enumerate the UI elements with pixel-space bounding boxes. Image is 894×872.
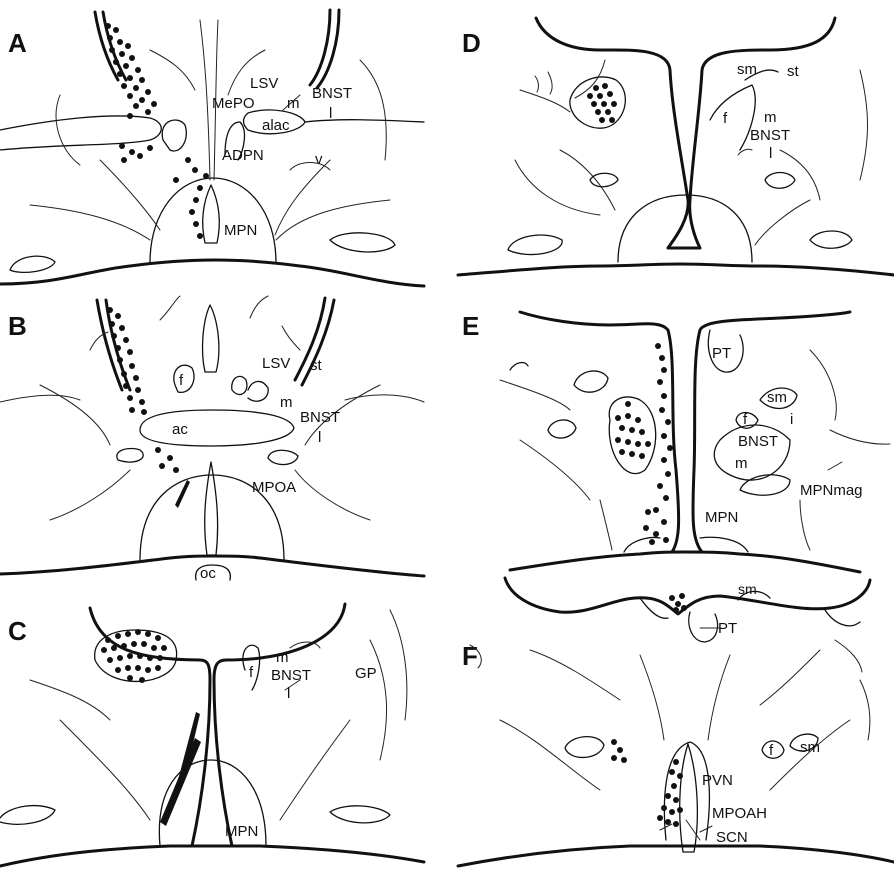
panel-a-label-l: l [329,105,332,122]
panel-b-letter: B [8,311,27,341]
panel-e-label-mpn: MPN [705,509,738,526]
panel-d-label-l: l [769,145,772,162]
panel-d-label-sm: sm [737,61,757,78]
panel-d-label-f: f [723,110,728,127]
panel-b-label-f: f [179,372,184,389]
panel-e: E PT sm f i BNST m M [462,311,890,642]
panel-f-label-pvn: PVN [702,772,733,789]
panel-e-label-mpnmag: MPNmag [800,482,863,499]
panel-e-label-sm-lower: sm [738,581,757,597]
panel-f: F sm f PVN MPOAH SCN [458,640,894,866]
panel-c: C f m BNST l GP MPN [0,604,424,866]
panel-b-label-m: m [280,394,293,411]
panel-d: D sm st f m BNST l [458,18,894,275]
panel-e-label-sm: sm [767,389,787,406]
panel-b-label-l: l [318,429,321,446]
panel-a-label-mepo: MePO [212,95,255,112]
panel-b-label-lsv: LSV [262,355,290,372]
panel-f-label-scn: SCN [716,829,748,846]
panel-f-label-f: f [769,742,774,759]
panel-b-label-bnst: BNST [300,409,340,426]
panel-a-label-v: v [315,151,323,168]
panel-e-letter: E [462,311,479,341]
panel-a-label-adpn: ADPN [222,147,264,164]
panel-e-label-pt-lower: PT [718,620,737,637]
panel-d-label-st: st [787,63,800,80]
panel-c-label-gp: GP [355,665,377,682]
panel-a-label-lsv: LSV [250,75,278,92]
panel-a-letter: A [8,28,27,58]
panel-f-label-sm: sm [800,739,820,756]
panel-d-label-bnst: BNST [750,127,790,144]
panel-c-label-bnst: BNST [271,667,311,684]
panel-c-label-mpn: MPN [225,823,258,840]
panel-d-label-m: m [764,109,777,126]
panel-c-letter: C [8,616,27,646]
panel-b-label-oc: oc [200,565,216,582]
panel-a-label-m: m [287,95,300,112]
panel-b-label-ac: ac [172,421,188,438]
panel-b: B LSV st f ac m BNST [0,296,424,582]
panel-a-label-mpn: MPN [224,222,257,239]
panel-b-label-st: st [310,357,323,374]
panel-a-label-bnst: BNST [312,85,352,102]
panel-e-label-i: i [790,411,793,428]
panel-e-label-bnst: BNST [738,433,778,450]
panel-e-label-pt: PT [712,345,731,362]
panel-a: A LSV MePO [0,10,424,286]
panel-c-label-f: f [249,664,254,681]
panel-c-label-m: m [276,649,289,666]
panel-d-letter: D [462,28,481,58]
panel-c-label-l: l [287,685,290,702]
panel-f-label-mpoah: MPOAH [712,805,767,822]
panel-b-label-mpoa: MPOA [252,479,296,496]
panel-a-label-alac: alac [262,117,290,134]
panel-e-label-m: m [735,455,748,472]
